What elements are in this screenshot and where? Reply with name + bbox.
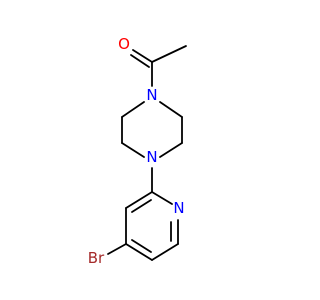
bond-py-c3-c2-inner xyxy=(131,199,152,213)
bond-py-c3-c2 xyxy=(125,191,153,209)
bond-py-c5-c4 xyxy=(125,243,153,261)
molecule-diagram: O N N N Br xyxy=(88,35,187,267)
bond-methyl-carbonyl xyxy=(151,45,187,63)
bond-pip-c3-n4 xyxy=(159,142,183,158)
bond-pip-n4-c5 xyxy=(121,142,145,158)
oxygen-label: O xyxy=(118,35,130,53)
nitrogen-label-bottom: N xyxy=(146,148,157,166)
bond-carbonyl-oxygen-2 xyxy=(130,54,150,68)
bromine-label: Br xyxy=(88,249,105,267)
bond-pip-n1-c2 xyxy=(159,101,183,118)
bond-py-c5-c4-inner xyxy=(131,239,152,253)
bond-py-c6-c5 xyxy=(151,243,179,261)
bond-py-c2-n1 xyxy=(151,191,173,205)
nitrogen-label-top: N xyxy=(146,86,157,104)
bond-c4-bromine xyxy=(107,243,127,255)
bond-carbonyl-oxygen-1 xyxy=(132,49,153,63)
bond-pip-c6-n1 xyxy=(121,101,145,118)
structure-svg: O N N N Br xyxy=(88,35,187,267)
nitrogen-label-pyridine: N xyxy=(173,199,184,217)
